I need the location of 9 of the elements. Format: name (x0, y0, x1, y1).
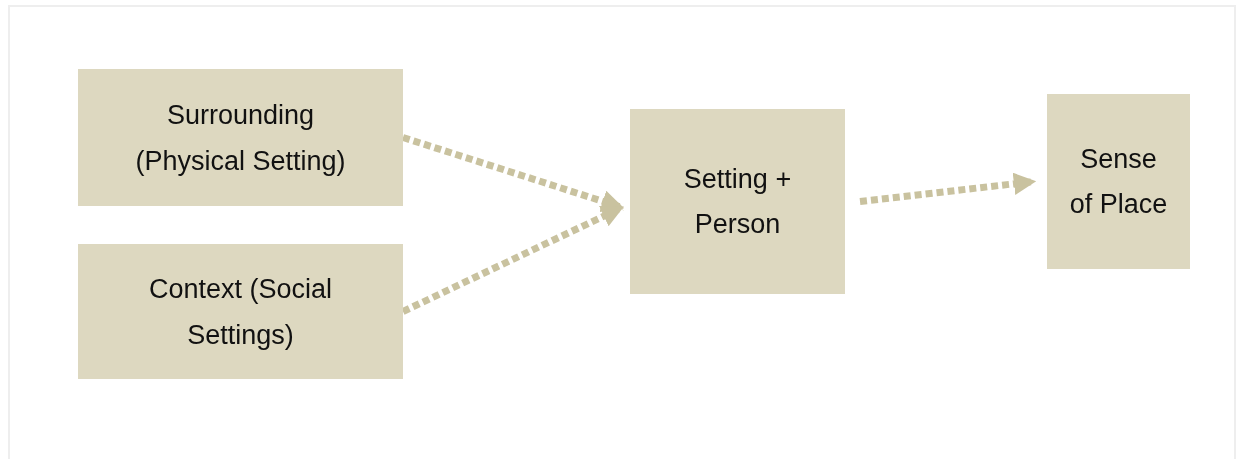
node-label: Context (Social Settings) (147, 272, 334, 352)
process-box (630, 109, 845, 294)
arrow (859, 172, 1037, 205)
process-box (78, 69, 403, 206)
node-label: Surrounding (Physical Setting) (134, 98, 347, 178)
process-box (78, 244, 403, 379)
process-box (1047, 94, 1190, 269)
node-label: Sense of Place (1068, 142, 1169, 221)
node-label: Setting + Person (682, 162, 793, 241)
